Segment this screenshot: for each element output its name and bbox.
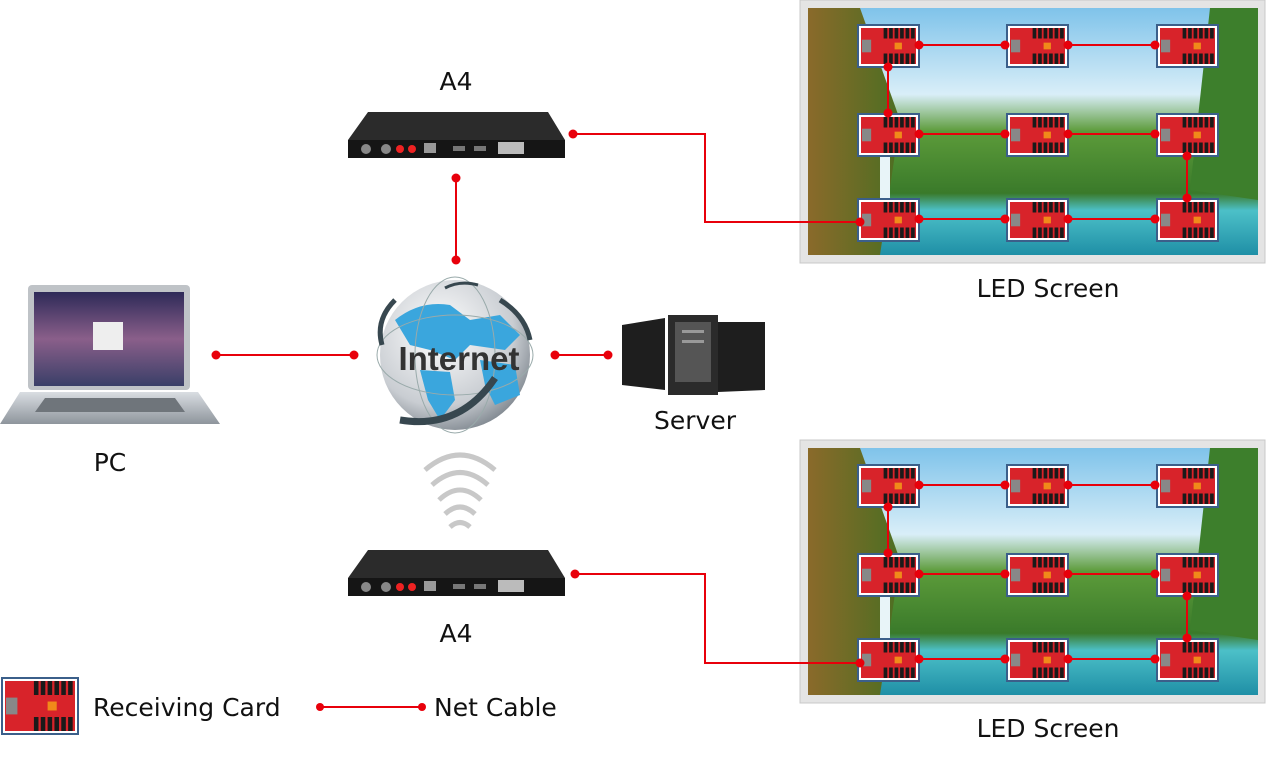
net-cable xyxy=(1063,40,1160,50)
legend-net-cable-icon xyxy=(316,703,426,711)
net-cable xyxy=(914,40,1010,50)
pc-label: PC xyxy=(94,448,127,477)
net-cable xyxy=(570,569,865,668)
receiving-card-icon xyxy=(1006,198,1069,242)
server-label: Server xyxy=(654,406,737,435)
legend-net-cable-label: Net Cable xyxy=(434,693,557,722)
net-cable xyxy=(211,350,359,360)
receiving-card-icon xyxy=(1156,24,1219,68)
receiving-card-icon xyxy=(857,198,920,242)
receiving-card-icon xyxy=(1006,638,1069,682)
receiving-card-icon xyxy=(857,24,920,68)
net-cable xyxy=(914,569,1010,579)
net-cable xyxy=(914,214,1010,224)
net-cable xyxy=(1182,591,1192,643)
net-cable xyxy=(1063,569,1160,579)
net-cable xyxy=(451,173,461,265)
receiving-card-icon xyxy=(1006,113,1069,157)
net-cable xyxy=(883,502,893,558)
led-screen-label: LED Screen xyxy=(977,714,1120,743)
pc-laptop-icon xyxy=(0,285,220,424)
legend-receiving-card-icon xyxy=(1,677,79,735)
receiving-card-icon xyxy=(857,113,920,157)
net-cable xyxy=(1063,654,1160,664)
receiving-card-icon xyxy=(1156,464,1219,508)
internet-label: Internet xyxy=(398,340,519,377)
net-cable xyxy=(883,62,893,118)
receiving-card-icon xyxy=(1156,113,1219,157)
wireless-signal-icon xyxy=(423,452,497,529)
receiving-card-icon xyxy=(1,677,79,735)
receiving-card-icon xyxy=(1156,553,1219,597)
net-cable xyxy=(914,129,1010,139)
receiving-card-icon xyxy=(857,464,920,508)
net-cables xyxy=(211,129,865,668)
net-cable xyxy=(1063,129,1160,139)
a4-player-icon xyxy=(348,112,565,158)
receiving-card-icon xyxy=(1006,553,1069,597)
net-cable xyxy=(550,350,613,360)
receiving-card-icon xyxy=(1006,464,1069,508)
legend-receiving-card-label: Receiving Card xyxy=(93,693,281,722)
led-screen-top xyxy=(799,0,1266,264)
a4-label: A4 xyxy=(439,67,472,96)
net-cable xyxy=(1182,151,1192,203)
a4-label: A4 xyxy=(439,619,472,648)
receiving-card-icon xyxy=(1156,198,1219,242)
receiving-card-icon xyxy=(857,638,920,682)
server-icon xyxy=(622,315,765,395)
net-cable xyxy=(1063,480,1160,490)
led-screen-bottom xyxy=(799,439,1266,704)
net-cable xyxy=(568,129,865,227)
net-cable xyxy=(914,654,1010,664)
receiving-card-icon xyxy=(1156,638,1219,682)
receiving-card-icon xyxy=(1006,24,1069,68)
net-cable xyxy=(914,480,1010,490)
internet-globe-icon: Internet xyxy=(376,276,534,434)
net-cable xyxy=(1063,214,1160,224)
receiving-card-icon xyxy=(857,553,920,597)
a4-player-icon xyxy=(348,550,565,596)
led-screen-label: LED Screen xyxy=(977,274,1120,303)
